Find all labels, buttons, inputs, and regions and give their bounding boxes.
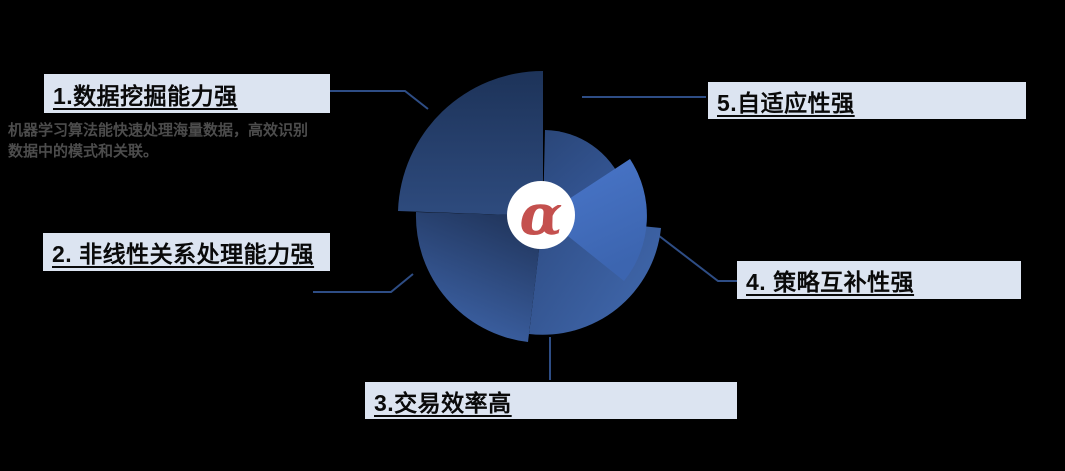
label-2-text: 2. 非线性关系处理能力强 — [52, 241, 315, 267]
label-box-3: 3.交易效率高 — [365, 382, 737, 419]
label-1-description: 机器学习算法能快速处理海量数据，高效识别数据中的模式和关联。 — [8, 122, 309, 160]
label-3-text: 3.交易效率高 — [374, 389, 512, 416]
label-box-1: 1.数据挖掘能力强 — [44, 74, 330, 113]
connector-4 — [653, 231, 737, 282]
center-circle — [507, 181, 575, 249]
label-box-2: 2. 非线性关系处理能力强 — [43, 233, 330, 271]
label-4-text: 4. 策略互补性强 — [746, 269, 915, 295]
label-box-5: 5.自适应性强 — [708, 82, 1026, 119]
connector-1 — [330, 90, 429, 110]
label-5-text: 5.自适应性强 — [717, 89, 855, 116]
wedge-2-nonlinear — [415, 212, 543, 342]
label-box-4: 4. 策略互补性强 — [737, 261, 1021, 299]
wedge-4-strategy — [543, 159, 647, 281]
wedge-1-data-mining — [398, 70, 543, 216]
alpha-symbol: α — [519, 182, 562, 248]
connector-2 — [313, 273, 414, 293]
label-1-text: 1.数据挖掘能力强 — [53, 82, 238, 109]
